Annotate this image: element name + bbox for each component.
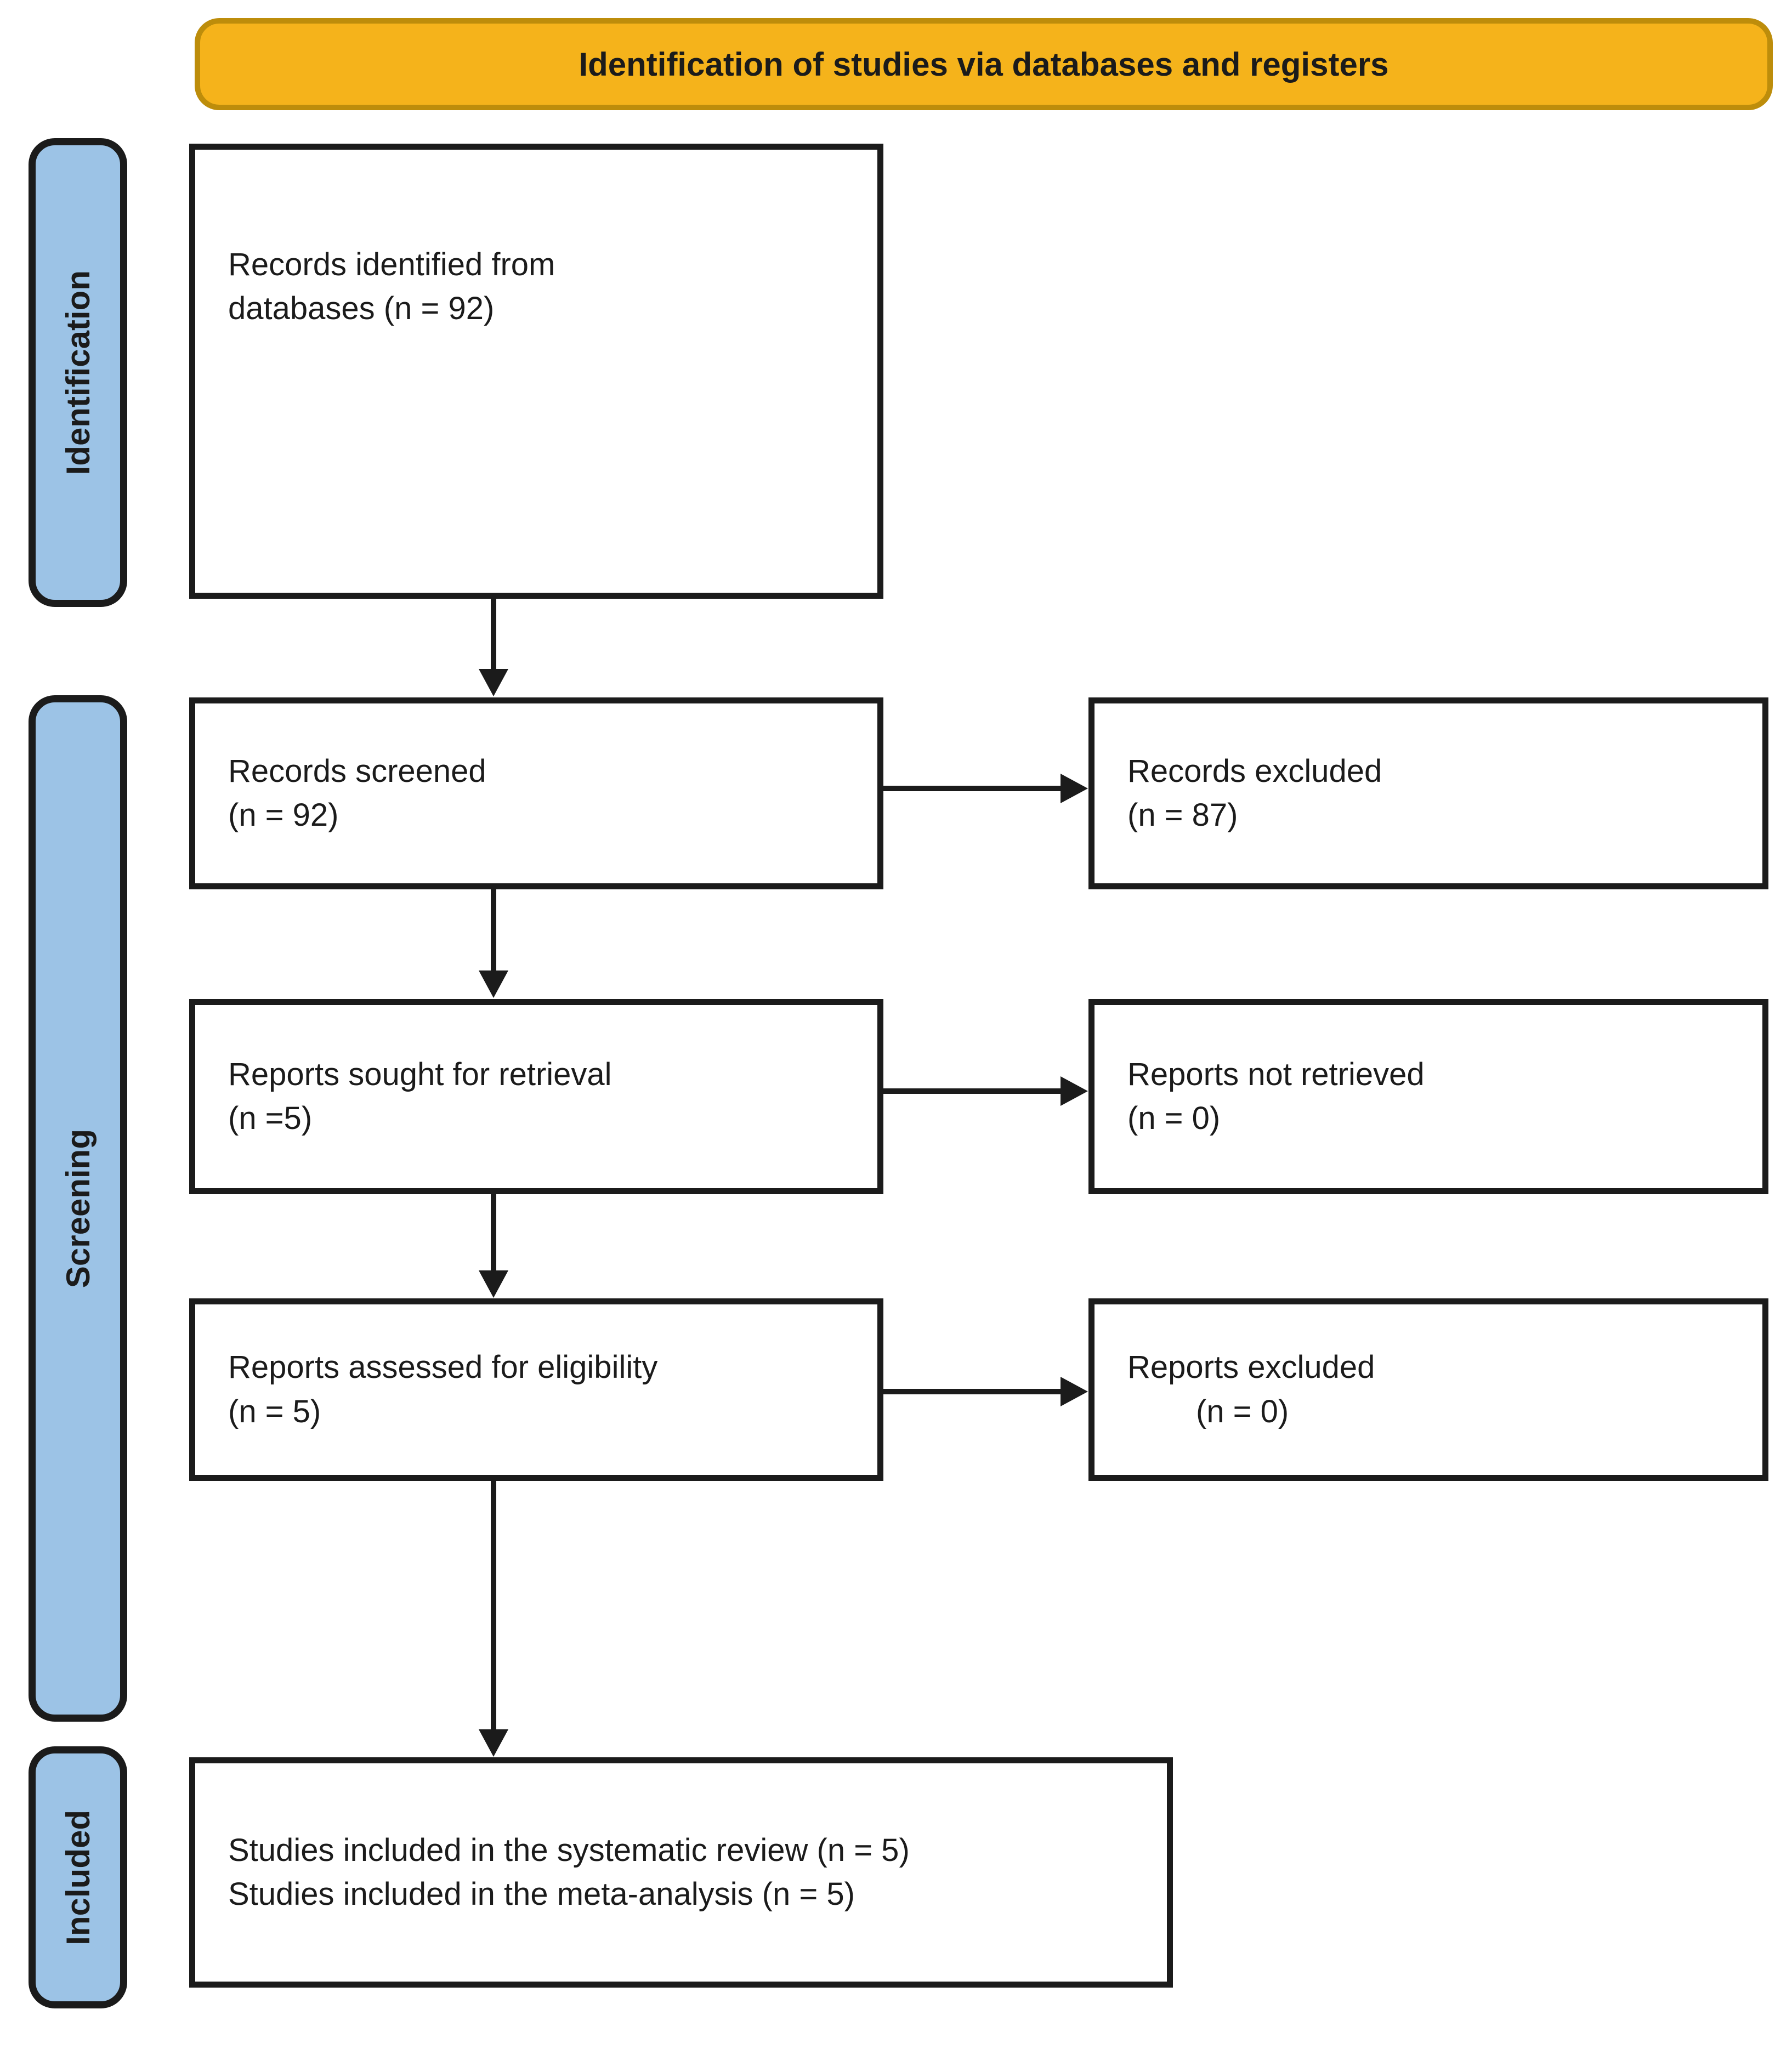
arrow-assessed-to-reports-excluded	[883, 1377, 1088, 1406]
records-excluded-box: Records excluded (n = 87)	[1088, 697, 1768, 889]
arrow-stem	[883, 786, 1061, 791]
records-screened-line1: Records screened	[228, 753, 486, 789]
reports-excluded-line2: (n = 0)	[1196, 1393, 1289, 1429]
arrow-identified-to-screened	[479, 599, 508, 696]
studies-included-box: Studies included in the systematic revie…	[189, 1757, 1173, 1988]
records-excluded-line1: Records excluded	[1127, 753, 1382, 789]
stage-label-identification-text: Identification	[59, 270, 97, 475]
diagram-title-banner: Identification of studies via databases …	[195, 18, 1773, 110]
arrow-right-icon	[1061, 774, 1088, 803]
arrow-stem	[883, 1088, 1061, 1094]
arrow-stem	[491, 1480, 496, 1729]
reports-not-retrieved-box: Reports not retrieved (n = 0)	[1088, 999, 1768, 1194]
studies-included-line2: Studies included in the meta-analysis (n…	[228, 1876, 855, 1912]
stage-label-screening: Screening	[29, 695, 127, 1722]
studies-included-line1: Studies included in the systematic revie…	[228, 1832, 910, 1868]
arrow-stem	[883, 1389, 1061, 1394]
stage-label-screening-text: Screening	[59, 1128, 97, 1289]
arrow-assessed-to-included	[479, 1480, 508, 1757]
reports-sought-box: Reports sought for retrieval (n =5)	[189, 999, 883, 1194]
arrow-sought-to-assessed	[479, 1194, 508, 1298]
records-screened-line2: (n = 92)	[228, 797, 339, 833]
arrow-stem	[491, 889, 496, 970]
records-screened-box: Records screened (n = 92)	[189, 697, 883, 889]
diagram-title: Identification of studies via databases …	[579, 46, 1389, 83]
arrow-right-icon	[1061, 1076, 1088, 1106]
stage-label-identification: Identification	[29, 138, 127, 607]
reports-sought-line2: (n =5)	[228, 1100, 313, 1136]
reports-excluded-box: Reports excluded (n = 0)	[1088, 1298, 1768, 1481]
arrow-stem	[491, 1194, 496, 1270]
arrow-down-icon	[479, 1729, 508, 1757]
reports-excluded-line1: Reports excluded	[1127, 1349, 1375, 1386]
arrow-screened-to-sought	[479, 889, 508, 998]
arrow-stem	[491, 599, 496, 669]
reports-sought-line1: Reports sought for retrieval	[228, 1056, 612, 1092]
arrow-screened-to-excluded	[883, 774, 1088, 803]
records-identified-line2: databases (n = 92)	[228, 291, 495, 327]
reports-not-retrieved-line1: Reports not retrieved	[1127, 1056, 1425, 1092]
reports-assessed-box: Reports assessed for eligibility (n = 5)	[189, 1298, 883, 1481]
stage-label-included: Included	[29, 1746, 127, 2008]
arrow-down-icon	[479, 669, 508, 696]
arrow-down-icon	[479, 970, 508, 998]
reports-assessed-line1: Reports assessed for eligibility	[228, 1349, 658, 1386]
records-identified-line1: Records identified from	[228, 247, 555, 282]
records-identified-box: Records identified from databases (n = 9…	[189, 144, 883, 599]
reports-not-retrieved-line2: (n = 0)	[1127, 1100, 1221, 1136]
stage-label-included-text: Included	[59, 1809, 97, 1945]
arrow-down-icon	[479, 1270, 508, 1298]
records-excluded-line2: (n = 87)	[1127, 797, 1238, 833]
arrow-right-icon	[1061, 1377, 1088, 1406]
reports-assessed-line2: (n = 5)	[228, 1393, 321, 1429]
arrow-sought-to-not-retrieved	[883, 1076, 1088, 1106]
